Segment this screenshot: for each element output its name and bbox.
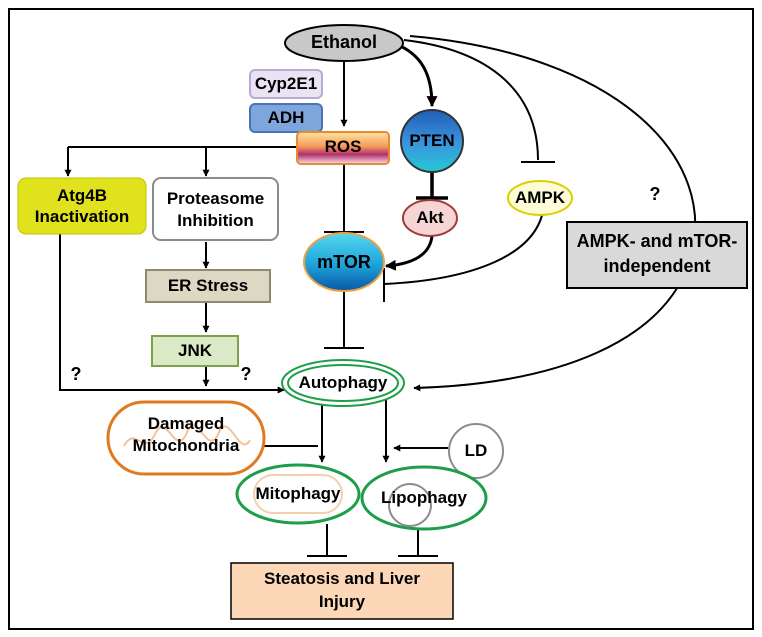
mtor-label: mTOR xyxy=(317,252,371,272)
atg4b-label-line1: Atg4B xyxy=(56,186,108,205)
proteasome-node xyxy=(152,177,279,241)
mitophagy-label: Mitophagy xyxy=(255,484,341,503)
independent-label-line1: AMPK- and mTOR- xyxy=(576,231,738,251)
mtor-node xyxy=(303,232,385,292)
adh-label: ADH xyxy=(267,108,305,127)
edge-ampk-mtor xyxy=(383,203,545,285)
edge-akt-mtor xyxy=(384,235,434,271)
adh-node xyxy=(249,103,323,133)
edge-ethanol-ampk xyxy=(403,39,539,161)
ros-label: ROS xyxy=(324,137,362,156)
autophagy-node-outer xyxy=(281,359,405,407)
question-mark-jnk: ? xyxy=(240,364,252,384)
independent-node xyxy=(566,221,748,289)
independent-label-line2: independent xyxy=(603,256,711,276)
jnk-node xyxy=(151,335,239,367)
edge-ethanol-pten xyxy=(395,42,438,108)
pten-label: PTEN xyxy=(409,131,455,150)
proteasome-label-line1: Proteasome xyxy=(166,189,265,208)
cyp2e1-label: Cyp2E1 xyxy=(254,74,318,93)
cyp2e1-node xyxy=(249,69,323,99)
autophagy-label: Autophagy xyxy=(298,373,388,392)
ld-label: LD xyxy=(464,441,488,460)
ethanol-label: Ethanol xyxy=(311,32,377,52)
atg4b-label-line2: Inactivation xyxy=(34,207,130,226)
ampk-node xyxy=(507,180,573,216)
damaged-mitochondria-node xyxy=(106,400,266,476)
ld-node xyxy=(448,423,504,479)
outcome-label-line2: Injury xyxy=(318,592,366,611)
outer-frame xyxy=(8,8,754,630)
pten-node xyxy=(400,109,464,173)
ros-node xyxy=(296,131,390,165)
lipophagy-label: Lipophagy xyxy=(381,488,467,507)
damaged-label-line2: Mitochondria xyxy=(132,436,240,455)
edge-atg4b-autophagy xyxy=(59,234,285,394)
er-stress-node xyxy=(145,269,271,303)
mitophagy-node xyxy=(235,463,361,525)
proteasome-label-line2: Inhibition xyxy=(177,211,254,230)
outcome-label-line1: Steatosis and Liver xyxy=(264,569,420,588)
lipophagy-node xyxy=(360,465,488,531)
ethanol-node xyxy=(284,24,404,62)
ampk-label: AMPK xyxy=(514,188,566,207)
atg4b-node xyxy=(17,177,147,235)
outcome-node xyxy=(230,562,454,620)
damaged-label-line1: Damaged xyxy=(147,414,225,433)
question-mark-independent: ? xyxy=(649,184,661,204)
akt-node xyxy=(402,199,458,237)
question-mark-atg4b: ? xyxy=(70,364,82,384)
akt-label: Akt xyxy=(416,208,444,227)
er-stress-label: ER Stress xyxy=(167,276,249,295)
autophagy-node-inner xyxy=(287,364,399,402)
jnk-label: JNK xyxy=(177,341,212,360)
